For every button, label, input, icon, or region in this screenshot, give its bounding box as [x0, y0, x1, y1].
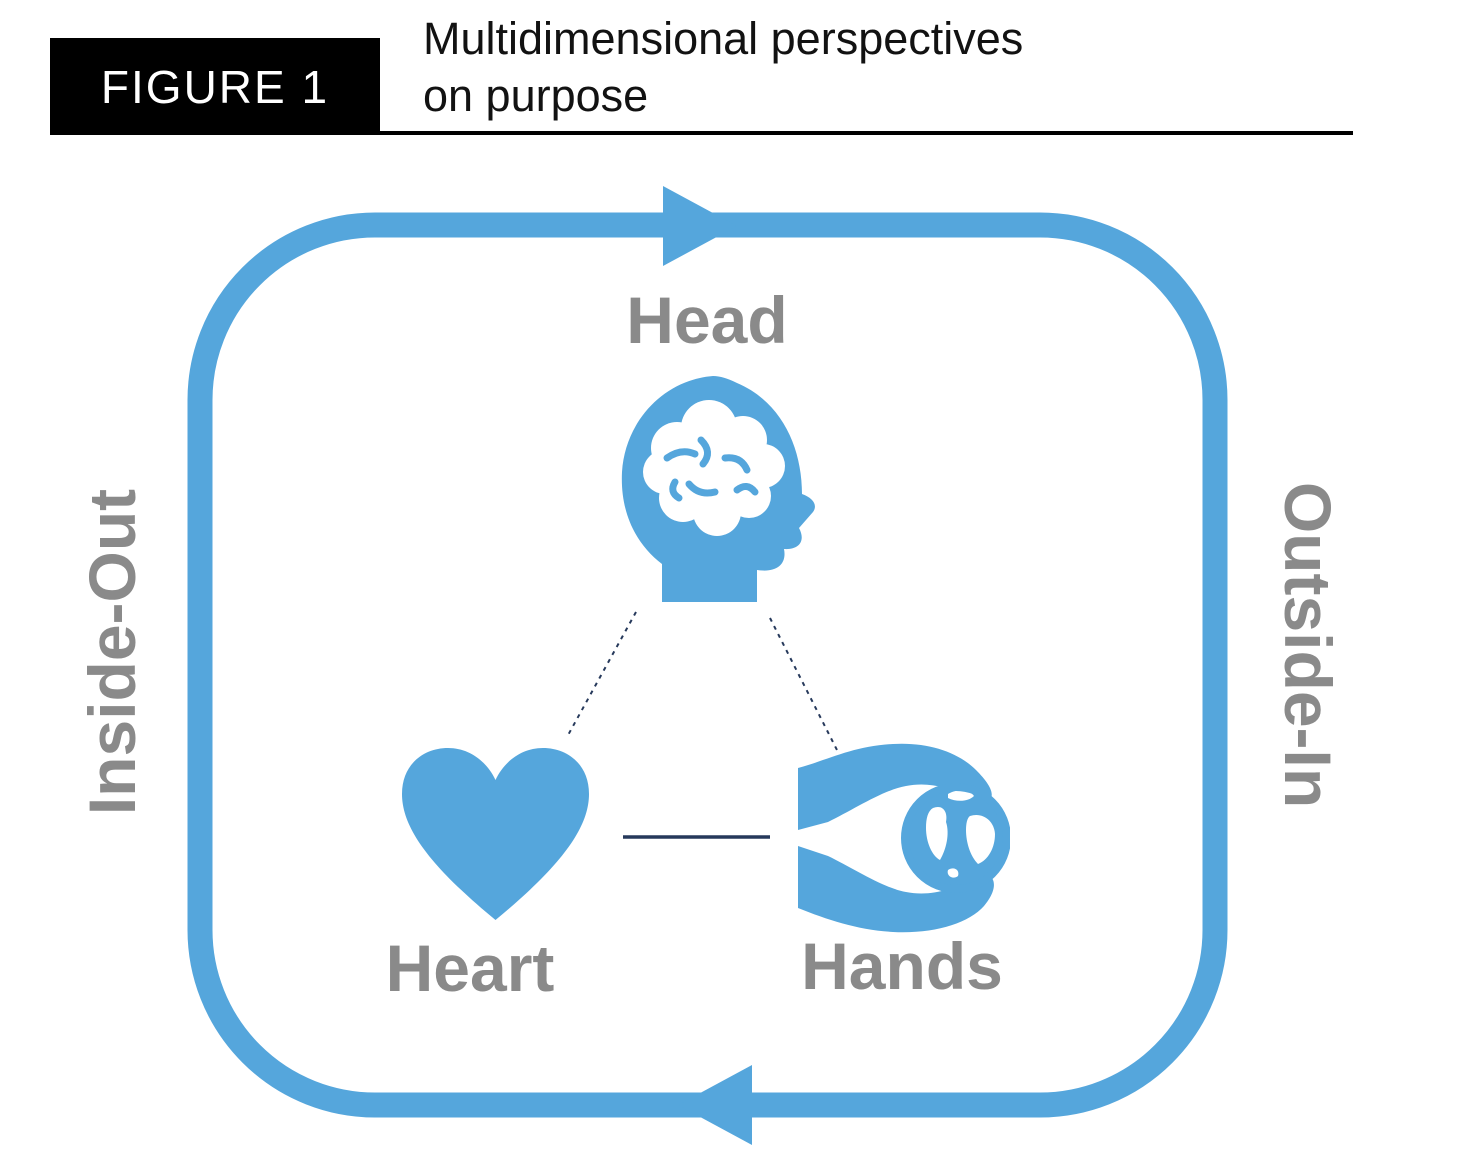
head-label: Head — [626, 283, 788, 357]
figure-label-box: FIGURE 1 — [50, 38, 380, 135]
outside-in-label: Outside-In — [1271, 481, 1345, 809]
cycle-arrow-bottom-left-icon — [678, 1065, 752, 1145]
connector-head-heart — [566, 611, 637, 738]
brain-shape — [643, 400, 785, 536]
upper-hand-shape — [798, 743, 992, 830]
inside-out-label: Inside-Out — [75, 488, 149, 816]
globe-ring — [901, 783, 1010, 893]
brain-fold-lines — [663, 436, 759, 502]
figure-title: Multidimensional perspectives on purpose — [423, 13, 1024, 121]
head-brain-icon — [621, 376, 815, 602]
figure-label: FIGURE 1 — [100, 60, 330, 113]
cycle-arrow-top-right-icon — [663, 186, 737, 266]
hands-label: Hands — [801, 929, 1003, 1003]
header-rule — [50, 131, 1353, 135]
heart-icon — [402, 748, 589, 920]
heart-label: Heart — [385, 931, 555, 1005]
lower-hand-shape — [798, 846, 994, 933]
hands-globe-icon — [798, 743, 1010, 933]
globe-continents — [926, 790, 995, 878]
connector-head-hands — [769, 617, 839, 753]
